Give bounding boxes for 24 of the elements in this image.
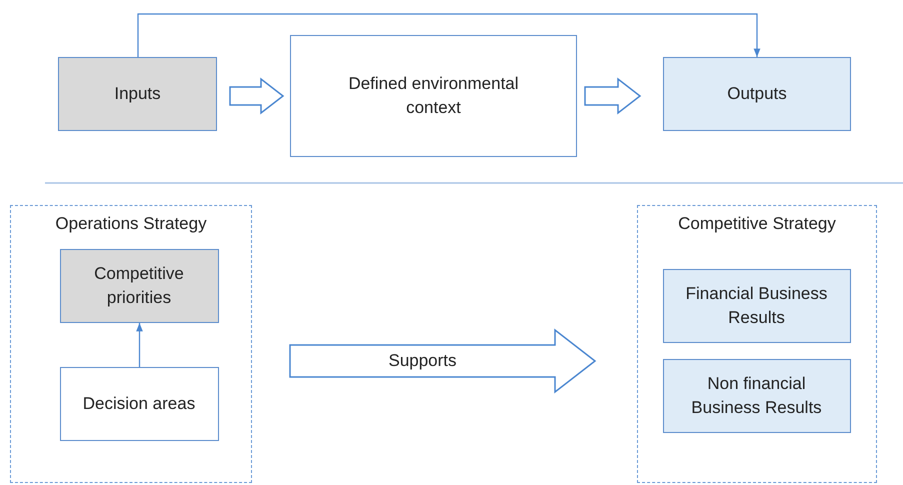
box-label: Inputs [114,83,161,106]
arrow [136,323,143,367]
process-box [60,248,218,322]
block-arrow [229,77,284,115]
process-box [662,268,850,342]
process-box [662,358,850,432]
group-frame [10,205,252,483]
box-label: Defined environmental context [347,73,520,119]
process-box [663,57,851,131]
process-box [60,366,218,440]
process-box [290,35,577,157]
box-label: Financial Business Results [684,282,828,328]
group-heading: Operations Strategy [55,213,207,235]
block-arrow [584,77,642,115]
group-frame [637,205,877,483]
box-label: Non financial Business Results [690,372,823,418]
block-arrow [289,328,596,394]
arrow [137,13,760,57]
group-heading: Competitive Strategy [678,213,836,235]
box-label: Outputs [727,83,787,106]
process-box [58,57,217,131]
box-label: Decision areas [82,392,196,415]
edge-label: Supports [388,351,457,371]
box-label: Competitive priorities [93,262,185,308]
